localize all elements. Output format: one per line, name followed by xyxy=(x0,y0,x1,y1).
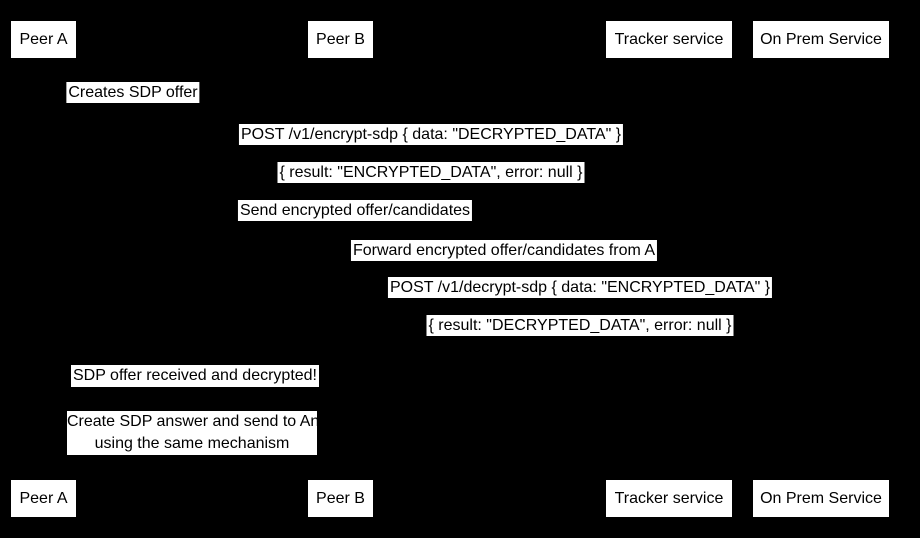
actor-top-peer-a: Peer A xyxy=(11,21,76,58)
actor-bottom-on-prem-service: On Prem Service xyxy=(753,480,889,517)
message-encrypt-sdp-response: { result: "ENCRYPTED_DATA", error: null … xyxy=(277,162,585,183)
note-create-sdp-answer: Create SDP answer and send to An using t… xyxy=(67,411,320,455)
message-send-encrypted-offer: Send encrypted offer/candidates xyxy=(237,200,473,221)
note-line-2: using the same mechanism xyxy=(94,435,290,452)
message-encrypt-sdp-request: POST /v1/encrypt-sdp { data: "DECRYPTED_… xyxy=(238,124,624,145)
message-decrypt-sdp-response: { result: "DECRYPTED_DATA", error: null … xyxy=(426,315,734,336)
note-line-1: Create SDP answer and send to An xyxy=(67,413,320,430)
message-decrypt-sdp-request: POST /v1/decrypt-sdp { data: "ENCRYPTED_… xyxy=(387,277,773,298)
message-sdp-offer-received: SDP offer received and decrypted! xyxy=(71,365,319,387)
actor-top-peer-b: Peer B xyxy=(308,21,373,58)
actor-top-tracker-service: Tracker service xyxy=(606,21,732,58)
actor-bottom-peer-a: Peer A xyxy=(11,480,76,517)
note-creates-sdp-offer: Creates SDP offer xyxy=(66,82,200,103)
actor-top-on-prem-service: On Prem Service xyxy=(753,21,889,58)
message-forward-encrypted-offer: Forward encrypted offer/candidates from … xyxy=(350,240,658,261)
actor-bottom-tracker-service: Tracker service xyxy=(606,480,732,517)
actor-bottom-peer-b: Peer B xyxy=(308,480,373,517)
